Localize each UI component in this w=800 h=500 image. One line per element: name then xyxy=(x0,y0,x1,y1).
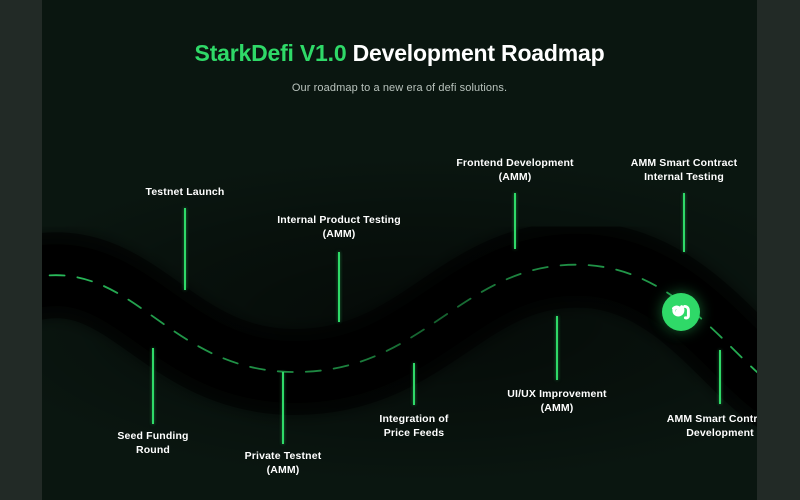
roadmap-header: StarkDefi V1.0 Development Roadmap Our r… xyxy=(42,40,757,94)
roadmap-canvas: StarkDefi V1.0 Development Roadmap Our r… xyxy=(42,0,757,500)
milestone-connector xyxy=(413,363,415,405)
page-title-rest: Development Roadmap xyxy=(346,40,605,66)
milestone-label: Internal Product Testing (AMM) xyxy=(277,214,401,240)
milestone-connector xyxy=(556,316,558,380)
milestone-connector xyxy=(514,193,516,249)
milestone-label: UI/UX Improvement (AMM) xyxy=(507,388,607,414)
milestone-label: Integration of Price Feeds xyxy=(379,413,449,439)
milestone-connector xyxy=(282,372,284,444)
milestone-label: Private Testnet (AMM) xyxy=(244,450,322,476)
milestone-label: Frontend Development (AMM) xyxy=(456,157,574,183)
page-title: StarkDefi V1.0 Development Roadmap xyxy=(42,40,757,68)
milestone-connector xyxy=(152,348,154,424)
milestone-connector xyxy=(719,350,721,404)
starkdefi-logo-icon xyxy=(662,293,700,331)
milestone-label: AMM Smart Contract Development xyxy=(666,413,757,439)
milestone-label: Seed Funding Round xyxy=(117,430,189,456)
milestone-connector xyxy=(184,208,186,290)
milestone-label: AMM Smart Contract Internal Testing xyxy=(630,157,738,183)
milestone-connector xyxy=(683,193,685,252)
brand-name: StarkDefi V1.0 xyxy=(194,40,347,66)
page-subtitle: Our roadmap to a new era of defi solutio… xyxy=(291,81,508,94)
starkdefi-mark-icon xyxy=(672,304,690,320)
milestone-connector xyxy=(338,252,340,322)
milestone-label: Testnet Launch xyxy=(145,186,225,198)
